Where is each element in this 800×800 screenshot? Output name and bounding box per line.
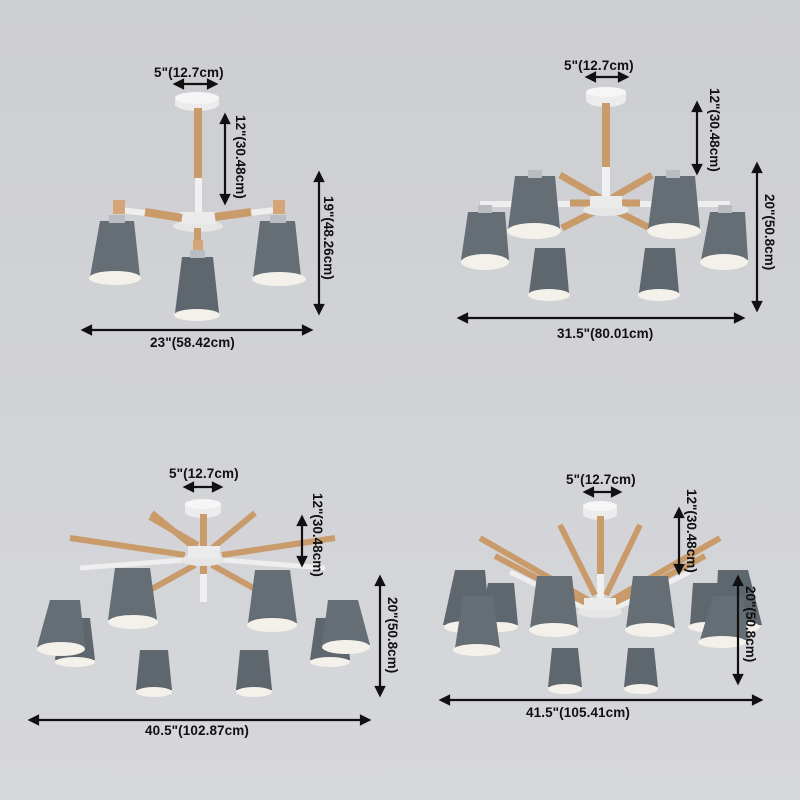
- rod-length-label: 12"(30.48cm): [310, 493, 325, 577]
- chandelier-8-light-illustration: [27, 481, 386, 726]
- total-height-label: 19"(48.26cm): [321, 196, 336, 280]
- canopy-width-label: 5"(12.7cm): [154, 65, 224, 80]
- total-height-label: 20"(50.8cm): [762, 194, 777, 271]
- canopy-width-label: 5"(12.7cm): [564, 58, 634, 73]
- chandelier-3-light-illustration: [80, 78, 325, 336]
- chandelier-8-light: 5"(12.7cm) 12"(30.48cm) 20"(50.8cm) 40.5…: [0, 400, 400, 800]
- canopy-width-label: 5"(12.7cm): [566, 472, 636, 487]
- canopy-width-label: 5"(12.7cm): [169, 466, 239, 481]
- chandelier-10-light-illustration: [438, 486, 764, 706]
- chandelier-6-light: 5"(12.7cm) 12"(30.48cm) 20"(50.8cm) 31.5…: [400, 0, 800, 400]
- total-width-label: 31.5"(80.01cm): [557, 326, 654, 341]
- total-width-label: 23"(58.42cm): [150, 335, 235, 350]
- chandelier-3-light: 5"(12.7cm) 12"(30.48cm) 19"(48.26cm) 23"…: [0, 0, 400, 400]
- rod-length-label: 12"(30.48cm): [233, 115, 248, 199]
- chandelier-6-light-illustration: [456, 71, 763, 324]
- total-width-label: 40.5"(102.87cm): [145, 723, 249, 738]
- chandelier-10-light: 5"(12.7cm) 12"(30.48cm) 20"(50.8cm) 41.5…: [400, 400, 800, 800]
- rod-length-label: 12"(30.48cm): [684, 489, 699, 573]
- total-height-label: 20"(50.8cm): [743, 586, 758, 663]
- total-height-label: 20"(50.8cm): [385, 597, 400, 674]
- rod-length-label: 12"(30.48cm): [707, 88, 722, 172]
- total-width-label: 41.5"(105.41cm): [526, 705, 630, 720]
